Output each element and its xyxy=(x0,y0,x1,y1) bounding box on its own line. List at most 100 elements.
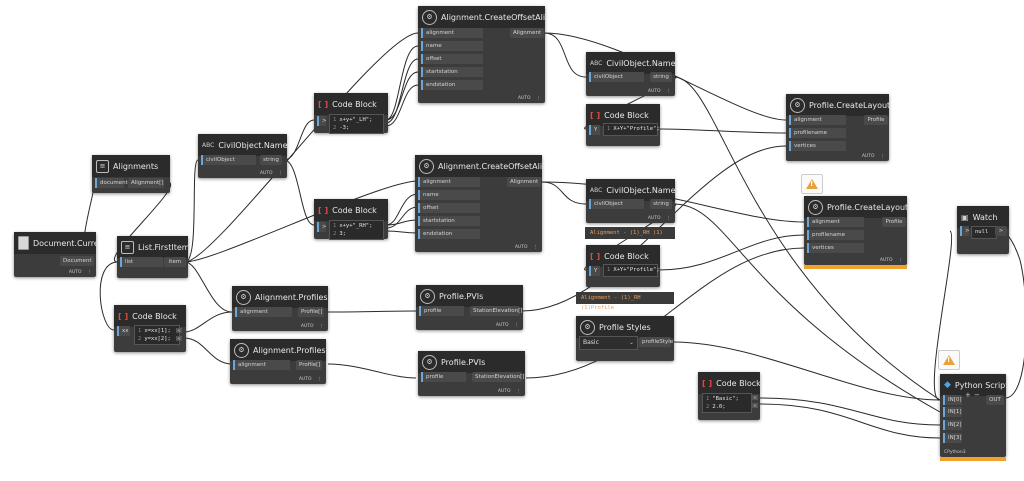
input-port-alignment[interactable]: alignment xyxy=(807,217,864,227)
remove-input-button[interactable]: − xyxy=(974,391,980,399)
input-port-endstation[interactable]: endstation xyxy=(418,229,480,239)
document-icon xyxy=(18,236,29,250)
watch-icon: ▣ xyxy=(961,212,969,222)
input-port-alignment[interactable]: alignment xyxy=(233,360,290,370)
output-port-profilestyle[interactable]: profileStyle xyxy=(639,337,673,347)
input-port-in1[interactable]: IN[1] xyxy=(943,407,962,417)
node-document-current[interactable]: Document.Current Document AUTO⋮ xyxy=(14,232,96,277)
node-alignment-profiles-1[interactable]: ⚙Alignment.Profiles alignment Profile[] … xyxy=(232,286,328,331)
input-port-endstation[interactable]: endstation xyxy=(421,80,483,90)
input-port-civilobject[interactable]: civilObject xyxy=(201,155,256,165)
node-alignment-profiles-2[interactable]: ⚙Alignment.Profiles alignment Profile[] … xyxy=(230,339,326,384)
input-port-watch[interactable]: > xyxy=(960,226,970,236)
node-create-offset-alignment-2[interactable]: ⚙Alignment.CreateOffsetAlignment alignme… xyxy=(415,155,542,252)
input-port-startstation[interactable]: startstation xyxy=(418,216,480,226)
input-port-in0[interactable]: IN[0] xyxy=(943,395,962,405)
output-port-out[interactable]: OUT xyxy=(986,395,1004,405)
code-icon: [ ] xyxy=(702,378,713,388)
input-port-profile[interactable]: profile xyxy=(419,306,464,316)
input-port-profilename[interactable]: profilename xyxy=(789,128,846,138)
input-port-alignment[interactable]: alignment xyxy=(421,28,483,38)
node-profile-pvis-1[interactable]: ⚙Profile.PVIs profile StationElevation[]… xyxy=(416,285,523,330)
input-port-y[interactable]: > xyxy=(317,116,327,126)
node-create-layout-profile-1[interactable]: ⚙Profile.CreateLayoutProfile alignment p… xyxy=(786,94,889,161)
output-port-profiles[interactable]: Profile[] xyxy=(296,360,322,370)
input-port-list[interactable]: list xyxy=(120,257,163,267)
node-watch[interactable]: ▣Watch > null > xyxy=(957,206,1009,254)
output-port-profile[interactable]: Profile xyxy=(882,217,906,227)
input-port-offset[interactable]: offset xyxy=(418,203,480,213)
output-port-string[interactable]: string xyxy=(650,199,672,209)
input-port-vertices[interactable]: vertices xyxy=(807,243,864,253)
output-port-string[interactable]: string xyxy=(260,155,282,165)
node-title: Alignment.CreateOffsetAlignment xyxy=(438,161,542,171)
input-port-startstation[interactable]: startstation xyxy=(421,67,483,77)
dynamo-node-icon: ⚙ xyxy=(790,97,805,113)
input-port-profilename[interactable]: profilename xyxy=(807,230,864,240)
output-port-1[interactable]: < xyxy=(752,395,758,400)
node-create-offset-alignment-1[interactable]: ⚙Alignment.CreateOffsetAlignment alignme… xyxy=(418,6,545,103)
input-port-y[interactable]: Y xyxy=(589,266,600,276)
node-python-script[interactable]: ◆Python Script + − IN[0] IN[1] IN[2] IN[… xyxy=(940,374,1006,461)
input-port-document[interactable]: document xyxy=(95,178,128,188)
output-port-profiles[interactable]: Profile[] xyxy=(298,307,324,317)
input-port-y[interactable]: > xyxy=(317,222,327,232)
output-port-stationelevation[interactable]: StationElevation[] xyxy=(470,306,522,316)
input-port-xx[interactable]: xx xyxy=(117,326,130,336)
input-port-civilobject[interactable]: civilObject xyxy=(589,199,644,209)
output-port-alignments[interactable]: Alignment[] xyxy=(128,178,164,188)
input-port-alignment[interactable]: alignment xyxy=(418,177,480,187)
output-port-watch[interactable]: > xyxy=(995,226,1007,236)
input-port-vertices[interactable]: vertices xyxy=(789,141,846,151)
output-port-string[interactable]: string xyxy=(650,72,672,82)
input-port-in2[interactable]: IN[2] xyxy=(943,420,962,430)
profile-style-dropdown[interactable]: Basic⌄ xyxy=(579,336,638,350)
input-port-alignment[interactable]: alignment xyxy=(235,307,292,317)
output-port-alignment[interactable]: Alignment xyxy=(510,28,544,38)
more-icon: ⋮ xyxy=(319,324,325,329)
input-port-alignment[interactable]: alignment xyxy=(789,115,846,125)
output-port-alignment[interactable]: Alignment xyxy=(507,177,541,187)
output-port-document[interactable]: Document xyxy=(60,256,94,266)
more-icon: ⋮ xyxy=(514,323,520,328)
output-port-y[interactable]: < xyxy=(176,336,182,341)
node-create-layout-profile-2[interactable]: ⚙Profile.CreateLayoutProfile alignment p… xyxy=(804,196,907,269)
input-port-name[interactable]: name xyxy=(418,190,480,200)
node-title: Alignment.CreateOffsetAlignment xyxy=(441,12,545,22)
output-port-2[interactable]: < xyxy=(752,403,758,408)
node-list-first-item[interactable]: ≡List.FirstItem list item xyxy=(117,236,188,278)
code-line-1: X+Y+"Profile"; xyxy=(613,267,660,273)
input-port-offset[interactable]: offset xyxy=(421,54,483,64)
node-profile-pvis-2[interactable]: ⚙Profile.PVIs profile StationElevation[]… xyxy=(418,351,525,396)
input-port-in3[interactable]: IN[3] xyxy=(943,433,962,443)
input-port-name[interactable]: name xyxy=(421,41,483,51)
add-input-button[interactable]: + xyxy=(965,391,971,399)
input-port-profile[interactable]: profile xyxy=(421,372,466,382)
warning-icon[interactable]: ! xyxy=(938,350,960,370)
node-alignments[interactable]: ≡Alignments document Alignment[] xyxy=(92,155,170,193)
node-profile-styles[interactable]: ⚙Profile Styles Basic⌄ profileStyle xyxy=(576,316,674,361)
output-port-x[interactable]: < xyxy=(176,328,182,333)
output-port-item[interactable]: item xyxy=(164,257,186,267)
output-port-profile[interactable]: Profile xyxy=(864,115,888,125)
input-port-y[interactable]: Y xyxy=(589,125,600,135)
warning-icon[interactable]: ! xyxy=(801,174,823,194)
output-port-stationelevation[interactable]: StationElevation[] xyxy=(472,372,524,382)
node-title: Profile.PVIs xyxy=(439,291,484,301)
input-port-civilobject[interactable]: civilObject xyxy=(589,72,644,82)
